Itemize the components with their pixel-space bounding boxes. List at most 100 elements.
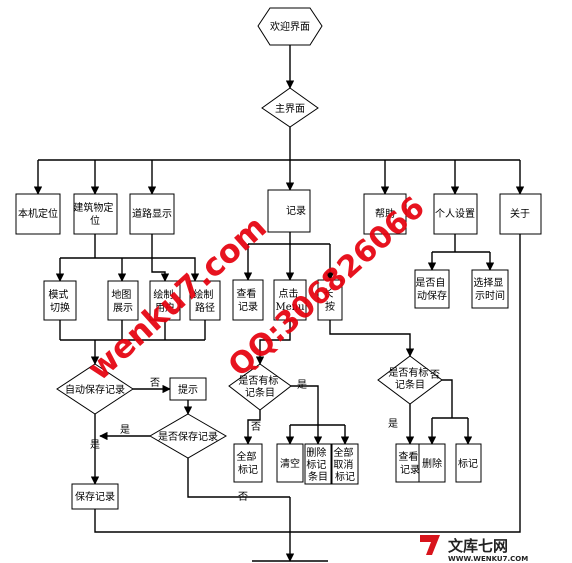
unmark-all-label: 全部 取消 标记	[333, 446, 356, 483]
mark-decision-2-line-2: 记条目	[395, 378, 425, 391]
main-label: 主界面	[275, 103, 305, 115]
edge-dec1-no	[247, 410, 261, 425]
edge-to-draw-route	[151, 234, 170, 282]
clear-label: 清空	[280, 457, 300, 470]
mark-decision-2-label: 是否有标 记条目	[388, 366, 431, 391]
autosave-setting-node	[414, 269, 450, 309]
draw-route-line-2: 用户	[155, 301, 175, 314]
delete-label: 删除	[422, 457, 442, 470]
view-records-node	[232, 279, 264, 321]
view-records-label: 查看 记录	[236, 287, 259, 313]
autosave-decision-node	[56, 363, 134, 415]
mark-decision-1-line-1: 是否有标	[238, 374, 278, 387]
label-save-no: 否	[238, 491, 248, 503]
bus-line-left	[60, 234, 175, 259]
click-menu-line-2: Menu	[275, 302, 305, 313]
building-locate-line-1: 建筑物定	[73, 201, 113, 214]
unmark-all-line-1: 全部	[333, 446, 353, 459]
draw-route-line-1: 绘制	[153, 288, 173, 301]
edge-menu-decision	[255, 320, 291, 365]
click-menu-node	[273, 279, 307, 321]
delete-node	[418, 443, 446, 483]
prompt-label: 提示	[178, 384, 198, 396]
view-records-line-1: 查看	[236, 287, 256, 300]
record-node	[267, 189, 311, 233]
help-node	[363, 193, 407, 235]
mark-decision-2-node	[377, 355, 443, 405]
mode-switch-line-2: 切换	[50, 301, 70, 314]
all-marks-line-2: 标记	[238, 464, 258, 476]
edge-save-no	[187, 458, 290, 498]
click-menu-line-1: 点击	[278, 288, 298, 300]
map-display-line-1: 地图	[111, 288, 131, 301]
save-record-node	[71, 483, 119, 510]
mark-decision-1-label: 是否有标 记条目	[238, 374, 281, 399]
edge-labels: 否 是 是 否 是 否 否 是	[90, 369, 440, 503]
label-dec2-yes: 是	[388, 418, 398, 430]
record-label: 记录	[286, 205, 306, 217]
save-decision-node	[149, 413, 227, 459]
logo-mark-icon	[420, 535, 440, 555]
label-dec1-yes: 是	[297, 379, 307, 391]
building-locate-node	[73, 193, 118, 235]
mode-switch-line-1: 模式	[48, 288, 68, 301]
mark-decision-2-line-1: 是否有标	[388, 366, 428, 379]
edge-press-decision	[329, 320, 415, 357]
autosave-decision-label: 自动保存记录	[65, 383, 125, 396]
long-press-label: 长 按	[323, 288, 336, 313]
edges	[33, 45, 525, 562]
save-record-label: 保存记录	[75, 490, 115, 503]
draw-path-line-2: 路径	[195, 301, 215, 314]
draw-path-node	[189, 280, 221, 321]
mark-label: 标记	[458, 458, 478, 470]
delete-marked-line-3: 条目	[308, 470, 328, 483]
mode-switch-label: 模式 切换	[48, 288, 71, 314]
autosave-setting-label: 是否自 动保存	[415, 276, 448, 302]
display-time-label: 选择显 示时间	[473, 276, 506, 302]
label-dec1-no: 否	[251, 421, 261, 433]
map-display-label: 地图 展示	[111, 288, 134, 314]
delete-marked-label: 删除 标记 条目	[306, 446, 329, 483]
delete-marked-line-1: 删除	[306, 446, 326, 459]
help-label: 帮助	[375, 207, 395, 220]
unmark-all-line-3: 标记	[335, 471, 355, 483]
bus-line-lower	[59, 320, 206, 341]
draw-route-label: 绘制 用户	[153, 288, 176, 314]
unmark-all-node	[331, 443, 359, 485]
all-marks-node	[233, 443, 263, 483]
view-records-2-label: 查看 记录	[398, 450, 421, 476]
main-node	[261, 87, 319, 128]
draw-path-line-1: 绘制	[193, 288, 213, 301]
clear-node	[276, 443, 304, 483]
about-node	[499, 193, 542, 235]
mark-decision-1-node	[228, 363, 292, 411]
label-save-yes: 是	[120, 424, 130, 436]
delete-marked-line-2: 标记	[306, 459, 326, 471]
building-locate-label: 建筑物定 位	[73, 201, 116, 227]
long-press-line-2: 按	[325, 300, 335, 313]
view-records-line-2: 记录	[238, 301, 258, 313]
edge-dec2-no	[442, 379, 453, 418]
logo-url: WWW.WENKU7.COM	[448, 555, 528, 563]
nodes: 欢迎界面 主界面 本机定位 建筑物定 位 道路显示 记录 帮助 个人设置 关于 …	[15, 7, 542, 510]
mark-decision-1-line-2: 记条目	[245, 386, 275, 399]
label-autosave-yes: 是	[90, 439, 100, 451]
draw-route-node	[149, 280, 181, 321]
long-press-node	[317, 279, 343, 321]
label-dec2-no: 否	[430, 369, 440, 381]
edge-dec1-yes	[291, 385, 319, 425]
view-records-2-line-1: 查看	[398, 450, 418, 463]
prompt-node	[169, 377, 207, 401]
brand-logo: 文库七网 WWW.WENKU7.COM	[420, 535, 528, 563]
all-marks-line-1: 全部	[236, 450, 256, 463]
edge-to-draw-path	[175, 257, 200, 282]
welcome-node	[257, 7, 323, 46]
bus-line-record	[248, 232, 330, 245]
display-time-line-1: 选择显	[473, 276, 503, 289]
bus-line-settings	[432, 234, 490, 253]
label-autosave-no: 否	[150, 377, 160, 389]
about-label: 关于	[510, 207, 530, 220]
logo-name: 文库七网	[448, 537, 508, 555]
long-press-line-1: 长	[323, 288, 333, 300]
